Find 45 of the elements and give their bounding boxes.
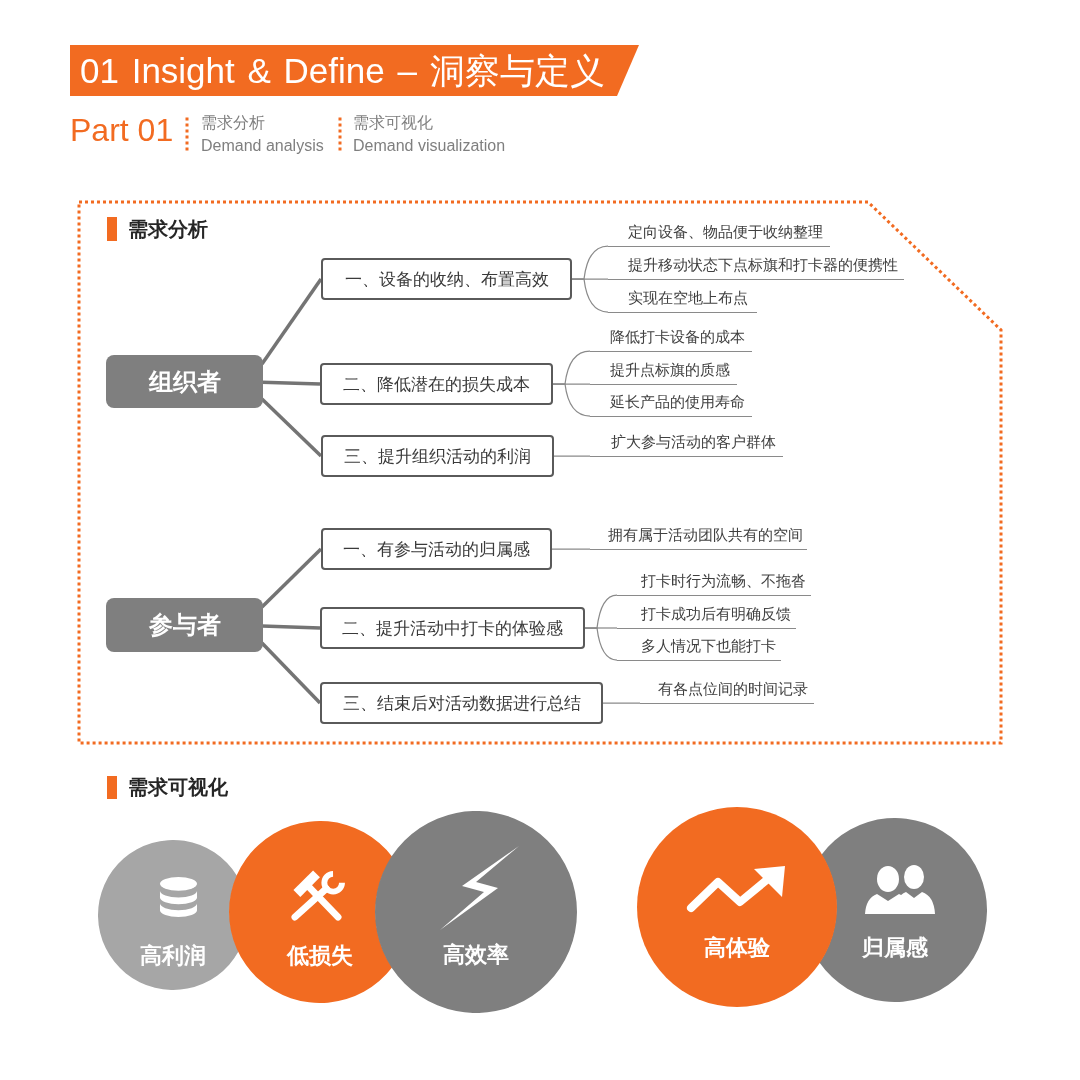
- underlined-text: 多人情况下也能打卡: [617, 635, 781, 661]
- section-heading: 需求分析: [128, 217, 208, 241]
- connector-line: [553, 455, 591, 457]
- part-subtitle: Demand visualization: [353, 136, 506, 156]
- topic-box: 一、有参与活动的归属感: [321, 528, 552, 570]
- connector-line: [602, 702, 641, 704]
- circle-label: 高利润: [140, 943, 206, 969]
- circle-label: 归属感: [862, 935, 928, 961]
- root-box: 参与者: [106, 598, 263, 652]
- underlined-text: 降低打卡设备的成本: [590, 326, 752, 352]
- part-subtitle: Demand analysis: [201, 136, 324, 156]
- connector-line: [261, 380, 321, 386]
- topic-box: 一、设备的收纳、布置高效: [321, 258, 572, 300]
- underlined-text: 实现在空地上布点: [608, 287, 757, 313]
- underlined-text: 拥有属于活动团队共有的空间: [590, 524, 807, 550]
- root-box: 组织者: [106, 355, 263, 408]
- dotted-panel: [77, 200, 1003, 745]
- topic-box: 三、提升组织活动的利润: [321, 435, 554, 477]
- connector-line: [260, 278, 323, 365]
- circle-label: 低损失: [287, 943, 353, 969]
- underlined-text: 延长产品的使用寿命: [590, 391, 752, 417]
- underlined-text: 提升移动状态下点标旗和打卡器的便携性: [608, 254, 904, 280]
- circle-label: 高效率: [443, 942, 509, 968]
- metric-circle: [375, 811, 577, 1013]
- connector-line: [551, 548, 591, 550]
- topic-box: 二、提升活动中打卡的体验感: [320, 607, 585, 649]
- connector-line: [584, 627, 618, 661]
- underlined-text: 打卡成功后有明确反馈: [617, 603, 796, 629]
- metric-circle: [637, 807, 837, 1007]
- connector-line: [261, 624, 321, 630]
- topic-box: 二、降低潜在的损失成本: [320, 363, 553, 405]
- title-banner: 01 Insight & Define – 洞察与定义: [70, 45, 639, 96]
- connector-line: [552, 383, 591, 417]
- part-number: Part 01: [70, 112, 174, 148]
- section-heading: 需求可视化: [128, 775, 228, 799]
- part-subtitle: 需求分析: [201, 113, 265, 133]
- part-subtitle: 需求可视化: [353, 113, 433, 133]
- underlined-text: 提升点标旗的质感: [590, 359, 737, 385]
- underlined-text: 有各点位间的时间记录: [640, 678, 814, 704]
- underlined-text: 打卡时行为流畅、不拖沓: [617, 570, 811, 596]
- connector-line: [571, 278, 609, 313]
- underlined-text: 扩大参与活动的客户群体: [590, 431, 783, 457]
- topic-box: 三、结束后对活动数据进行总结: [320, 682, 603, 724]
- circle-label: 高体验: [704, 935, 770, 961]
- underlined-text: 定向设备、物品便于收纳整理: [608, 221, 830, 247]
